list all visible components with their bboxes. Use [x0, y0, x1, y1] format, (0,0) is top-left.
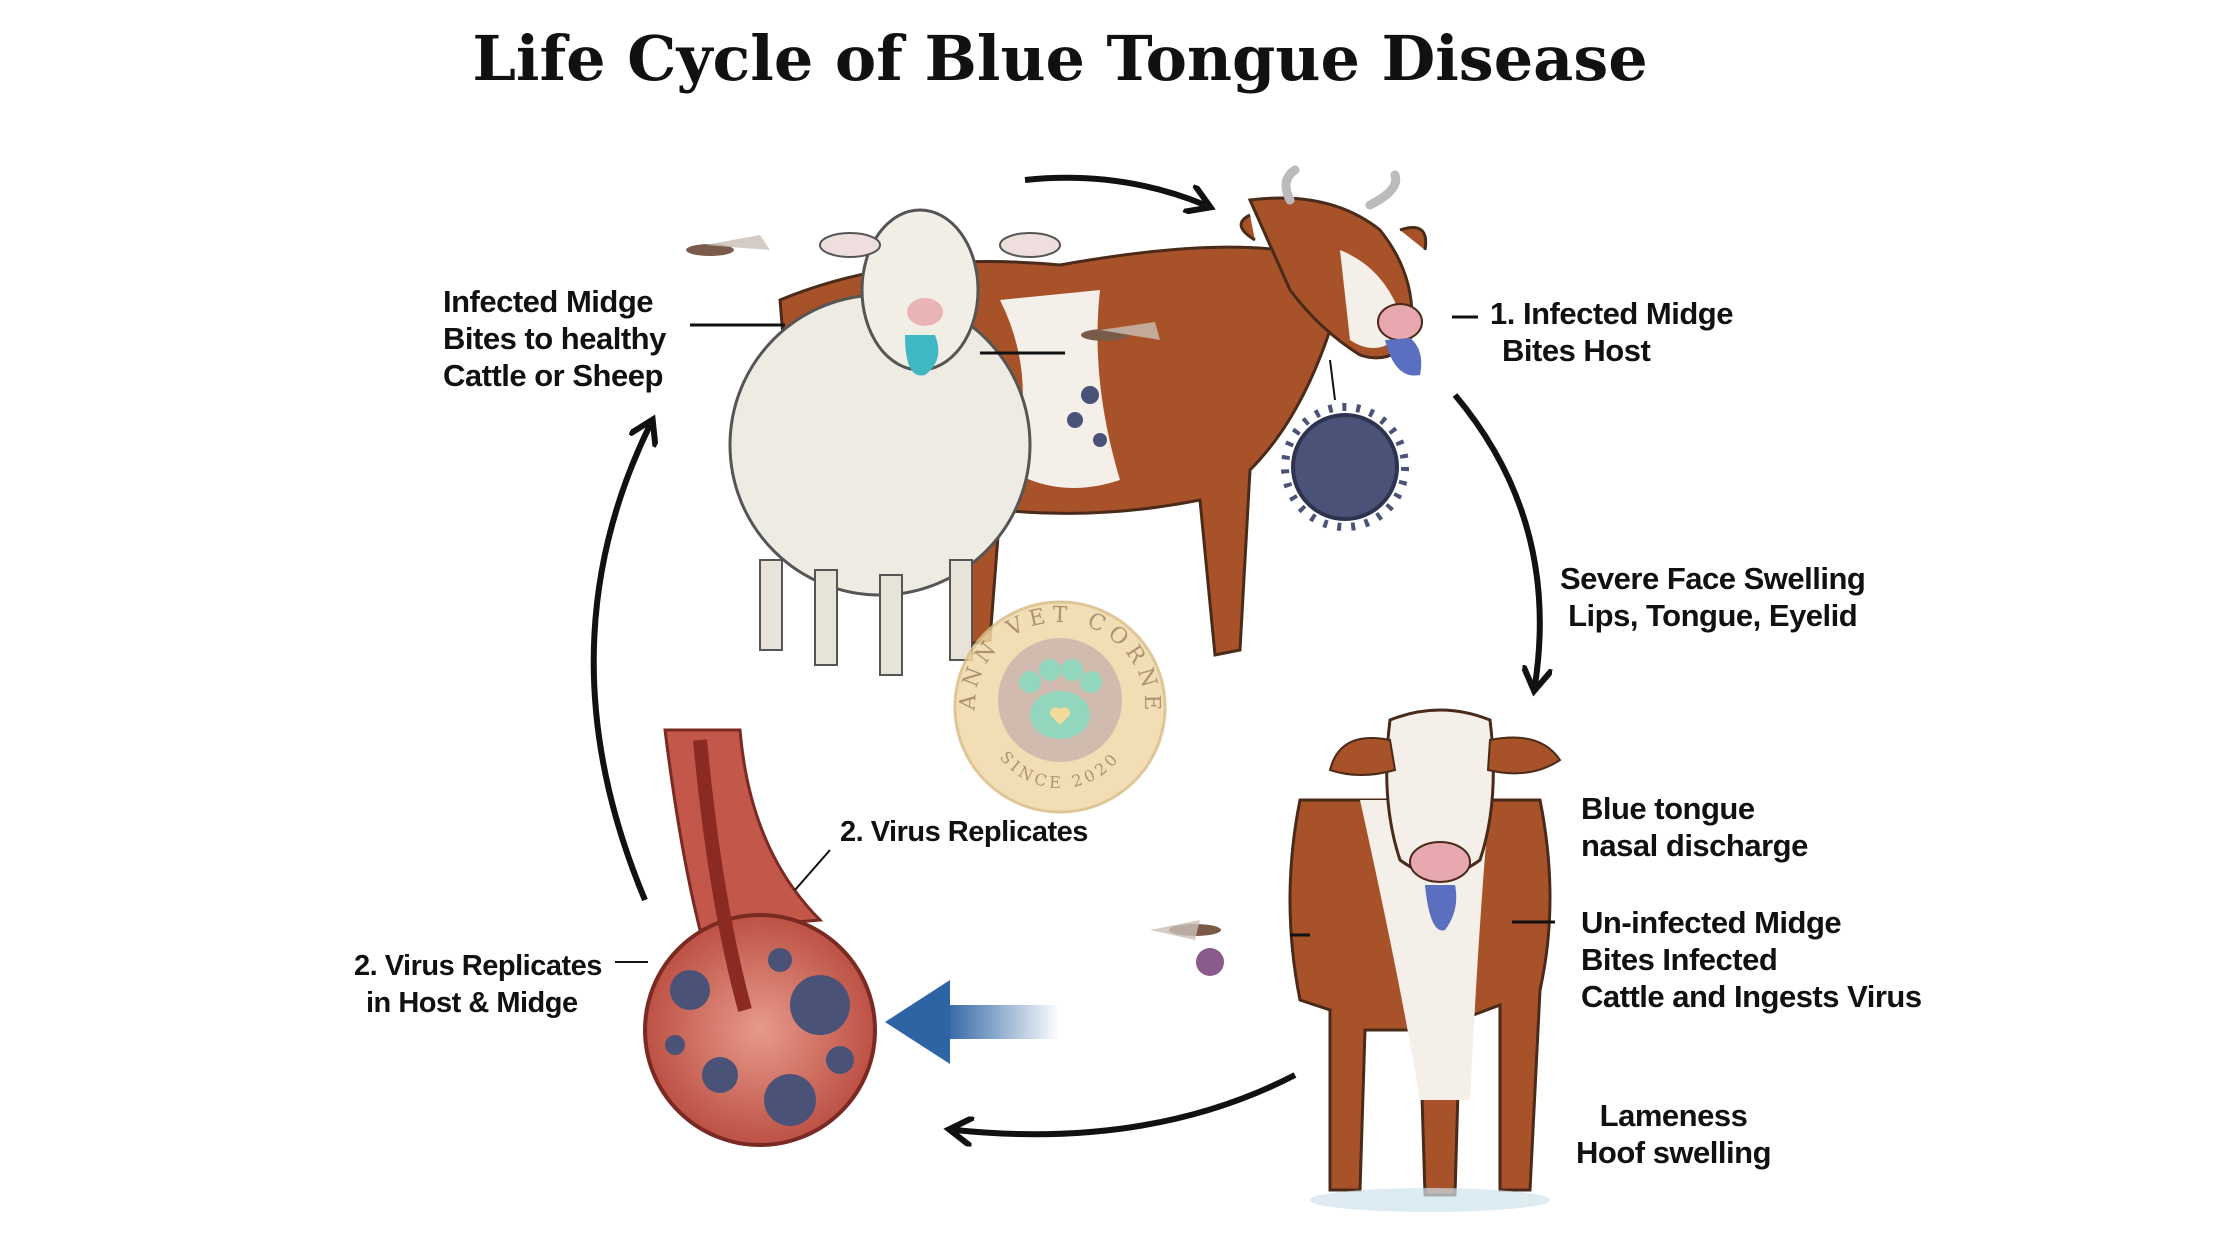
cycle-arrow-top: [1024, 174, 1205, 205]
label-line: 2. Virus Replicates: [354, 950, 602, 982]
label-line: 1. Infected Midge: [1490, 296, 1733, 331]
virus-icon: [1281, 403, 1409, 531]
label-line: Blue tongue: [1581, 791, 1755, 826]
label-lameness: Lameness Hoof swelling: [1576, 1097, 1772, 1171]
label-line: in Host & Midge: [366, 987, 578, 1019]
label-line: Lameness: [1599, 1098, 1748, 1133]
front-cow-illustration: [1288, 708, 1562, 1212]
midge-icon: [686, 235, 1224, 976]
cycle-arrow-right: [1452, 393, 1540, 685]
page-title: Life Cycle of Blue Tongue Disease: [472, 22, 1648, 95]
cycle-arrow-bottom: [955, 1072, 1297, 1134]
label-infected-midge-healthy: Infected Midge Bites to healthy Cattle o…: [443, 283, 666, 394]
sheep-illustration: [728, 208, 1107, 676]
label-line: Lips, Tongue, Eyelid: [1568, 598, 1858, 633]
label-line: Cattle or Sheep: [443, 358, 663, 393]
label-line: Bites Host: [1502, 333, 1651, 368]
label-infected-midge-host: 1. Infected Midge Bites Host: [1490, 295, 1733, 369]
organ-cross-section-illustration: [643, 728, 877, 1147]
label-virus-replicates: 2. Virus Replicates: [840, 816, 1088, 848]
label-face-swelling: Severe Face Swelling Lips, Tongue, Eyeli…: [1560, 560, 1866, 634]
label-line: Hoof swelling: [1576, 1135, 1772, 1170]
label-line: Bites Infected: [1581, 942, 1778, 977]
blue-arrow-icon: [885, 980, 1060, 1064]
cycle-arrow-left: [590, 425, 650, 902]
label-line: Un-infected Midge: [1581, 905, 1842, 940]
label-line: Bites to healthy: [443, 321, 666, 356]
label-blue-tongue: Blue tongue nasal discharge: [1581, 790, 1808, 864]
label-line: nasal discharge: [1581, 828, 1808, 863]
label-line: Cattle and Ingests Virus: [1581, 979, 1922, 1014]
label-uninfected-midge: Un-infected Midge Bites Infected Cattle …: [1581, 904, 1922, 1015]
label-line: Severe Face Swelling: [1560, 561, 1866, 596]
label-virus-replicates-host-midge: 2. Virus Replicates in Host & Midge: [354, 948, 602, 1022]
label-line: Infected Midge: [443, 284, 654, 319]
